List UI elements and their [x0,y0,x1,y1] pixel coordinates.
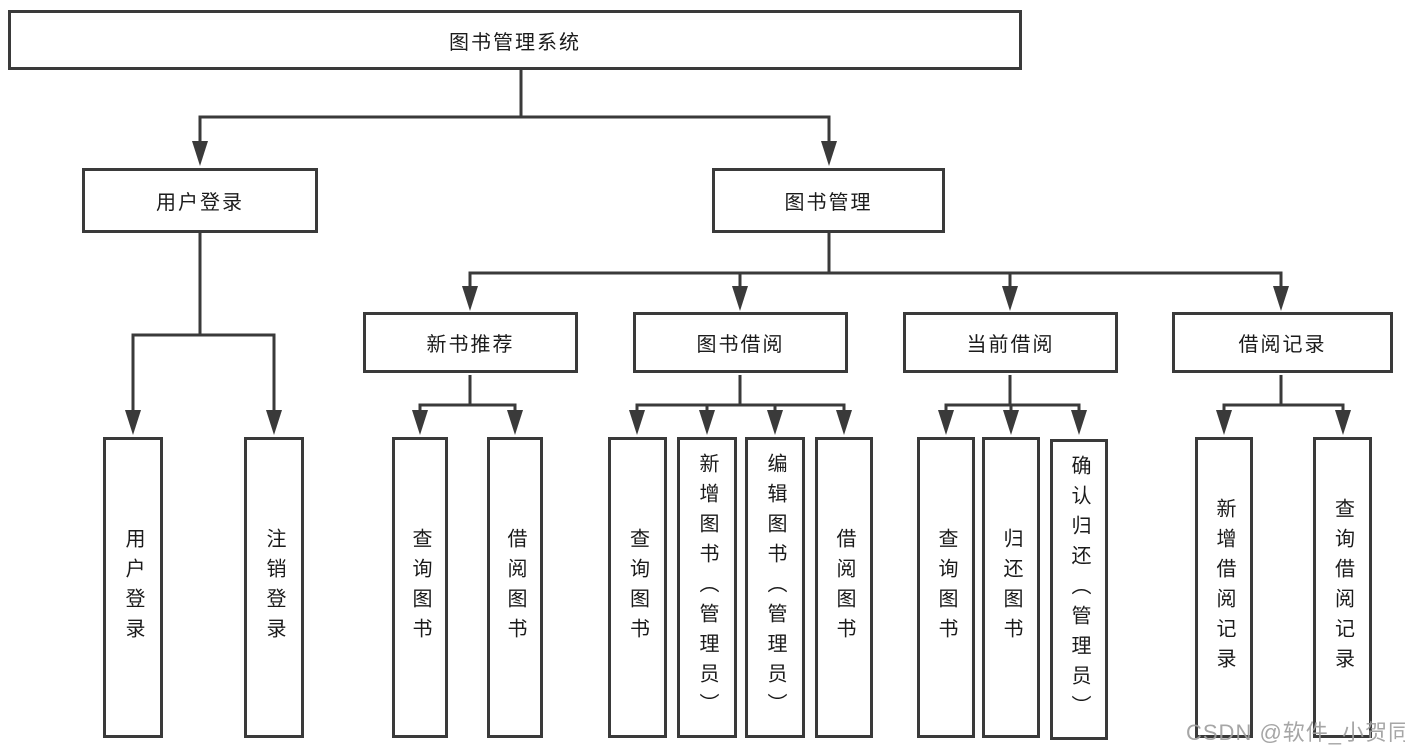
arrowhead-cur-return [1003,410,1019,435]
arrowhead-rec-query [412,410,428,435]
arrowhead-records [1273,286,1289,311]
node-new-book-recommend: 新书推荐 [363,312,578,373]
node-book-borrow: 图书借阅 [633,312,848,373]
arrowhead-borrow [732,286,748,311]
node-root-label: 图书管理系统 [449,31,581,54]
arrowhead-recd-add [1216,410,1232,435]
leaf-recommend-borrow-books: 借阅图书 [487,437,543,738]
leaf-user-login-label: 用户登录 [122,527,144,648]
arrowhead-recd-query [1335,410,1351,435]
leaf-current-confirm-return-admin: 确认归还（管理员） [1050,439,1108,740]
leaf-borrow-edit-books-admin-label: 编辑图书（管理员） [764,452,786,723]
arrowhead-book-mgmt [821,141,837,166]
arrowhead-cur-confirm [1071,410,1087,435]
arrowhead-cur-query [938,410,954,435]
leaf-current-query-books-label: 查询图书 [935,527,957,648]
node-book-management-label: 图书管理 [784,192,873,214]
leaf-recommend-query-books: 查询图书 [392,437,448,738]
watermark-text: CSDN @软件_小贺同学 [1186,720,1405,745]
arrowhead-leaf-login [125,410,141,435]
node-current-borrow: 当前借阅 [903,312,1118,373]
arrowhead-bor-borrow [836,410,852,435]
leaf-borrow-query-books-label: 查询图书 [626,527,649,648]
node-borrow-records-label: 借阅记录 [1238,334,1327,356]
leaf-records-add-record: 新增借阅记录 [1195,437,1253,738]
leaf-current-query-books: 查询图书 [917,437,975,738]
node-book-management: 图书管理 [712,168,945,233]
leaf-user-login: 用户登录 [103,437,163,738]
node-book-borrow-label: 图书借阅 [696,334,785,356]
leaf-borrow-borrow-books: 借阅图书 [815,437,873,738]
node-user-login: 用户登录 [82,168,318,233]
leaf-logout: 注销登录 [244,437,304,738]
leaf-current-return-books: 归还图书 [982,437,1040,738]
leaf-borrow-borrow-books-label: 借阅图书 [833,527,855,648]
node-root: 图书管理系统 [8,10,1022,70]
leaf-borrow-query-books: 查询图书 [608,437,667,738]
leaf-logout-label: 注销登录 [263,527,285,648]
node-new-book-recommend-label: 新书推荐 [426,334,515,356]
leaf-current-confirm-return-admin-label: 确认归还（管理员） [1068,454,1090,725]
leaf-borrow-edit-books-admin: 编辑图书（管理员） [745,437,805,738]
arrowhead-recommend [462,286,478,311]
arrowhead-bor-edit [767,410,783,435]
node-user-login-label: 用户登录 [156,192,244,214]
leaf-records-query-record: 查询借阅记录 [1313,437,1372,738]
arrowhead-bor-query [629,410,645,435]
leaf-borrow-add-books-admin: 新增图书（管理员） [677,437,737,738]
arrowhead-rec-borrow [507,410,523,435]
node-borrow-records: 借阅记录 [1172,312,1393,373]
leaf-recommend-query-books-label: 查询图书 [409,527,431,648]
leaf-records-add-record-label: 新增借阅记录 [1213,497,1235,678]
leaf-borrow-add-books-admin-label: 新增图书（管理员） [696,452,718,723]
arrowhead-bor-add [699,410,715,435]
arrowhead-user-login [192,141,208,166]
leaf-records-query-record-label: 查询借阅记录 [1331,497,1354,678]
node-current-borrow-label: 当前借阅 [966,334,1055,356]
arrowhead-current [1002,286,1018,311]
arrowhead-leaf-logout [266,410,282,435]
leaf-current-return-books-label: 归还图书 [1000,527,1022,648]
leaf-recommend-borrow-books-label: 借阅图书 [504,527,526,648]
